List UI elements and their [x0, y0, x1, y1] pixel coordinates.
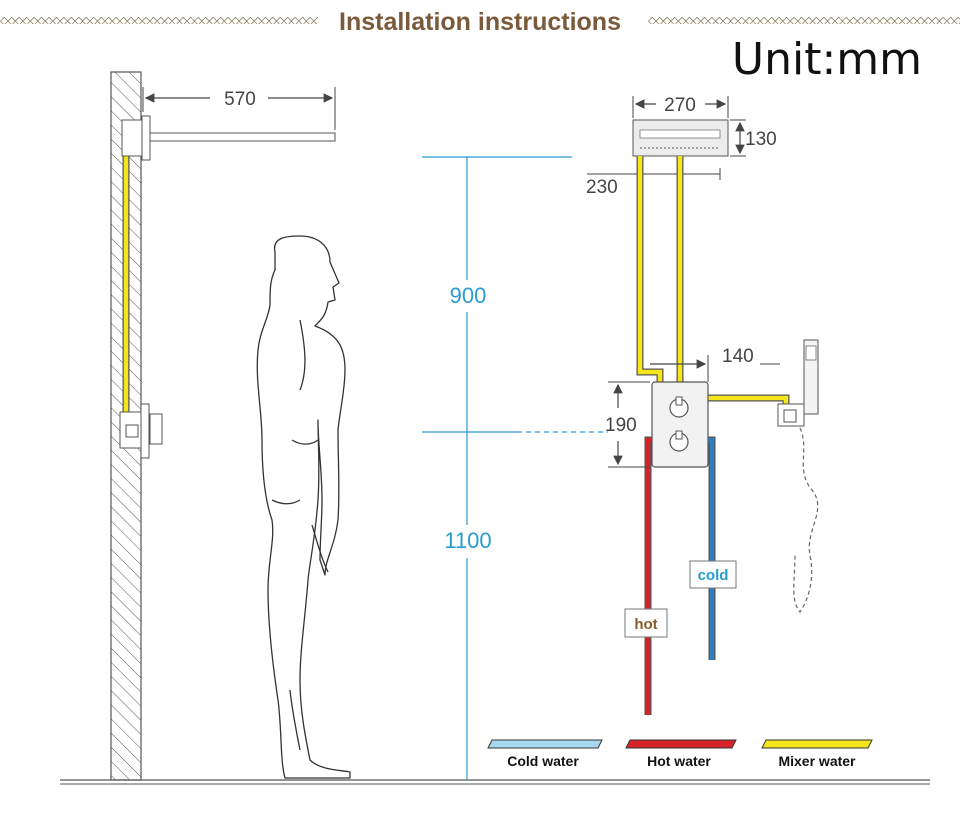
legend-cold-label: Cold water [507, 753, 579, 769]
cold-water-pipe [694, 436, 716, 660]
dim-140-label: 140 [722, 346, 754, 367]
dim-270-label: 270 [664, 95, 696, 116]
dim-190: 190 [605, 381, 650, 468]
legend-mixer-label: Mixer water [778, 753, 856, 769]
dim-570-label: 570 [224, 89, 256, 110]
legend-cold-water: Cold water [487, 739, 603, 769]
legend-hot-label: Hot water [647, 753, 711, 769]
unit-label: Unit:mm [731, 34, 922, 85]
side-valve [119, 403, 163, 459]
hot-tag: hot [624, 608, 668, 638]
height-dimensions: 900 1100 [422, 156, 608, 780]
rain-shower-head [632, 119, 729, 157]
dim-140: 140 [650, 346, 780, 382]
dim-570: 570 [142, 87, 336, 130]
thermostatic-valve [651, 381, 709, 468]
mixer-riser-pipes [636, 156, 684, 384]
dim-130: 130 [730, 119, 777, 157]
page-title: Installation instructions [339, 8, 621, 36]
handshower-pipe [708, 394, 790, 412]
dim-1100-label: 1100 [444, 528, 491, 553]
legend-mixer-water: Mixer water [761, 739, 873, 769]
dim-900-label: 900 [450, 283, 487, 308]
hot-tag-label: hot [634, 616, 657, 633]
dim-270: 270 [632, 95, 729, 118]
dim-130-label: 130 [745, 129, 777, 150]
dim-190-label: 190 [605, 415, 637, 436]
title-decoration-left: ◇◇◇◇◇◇◇◇◇◇◇◇◇◇◇◇◇◇◇◇◇◇◇◇◇◇◇◇◇◇◇◇◇◇◇◇◇◇◇◇… [0, 14, 318, 24]
dim-230: 230 [586, 168, 721, 198]
cold-tag: cold [689, 560, 737, 589]
legend-hot-water: Hot water [625, 739, 737, 769]
hot-water-pipe [644, 436, 666, 715]
floor-line [60, 779, 930, 785]
hand-shower [777, 339, 819, 614]
legend: Cold water Hot water Mixer water [487, 739, 873, 769]
cold-tag-label: cold [698, 567, 729, 584]
dim-230-label: 230 [586, 177, 618, 198]
side-shower-arm [121, 115, 336, 161]
title-decoration-right: ◇◇◇◇◇◇◇◇◇◇◇◇◇◇◇◇◇◇◇◇◇◇◇◇◇◇◇◇◇◇◇◇◇◇◇◇◇◇◇◇… [648, 14, 960, 24]
human-figure [256, 235, 351, 779]
